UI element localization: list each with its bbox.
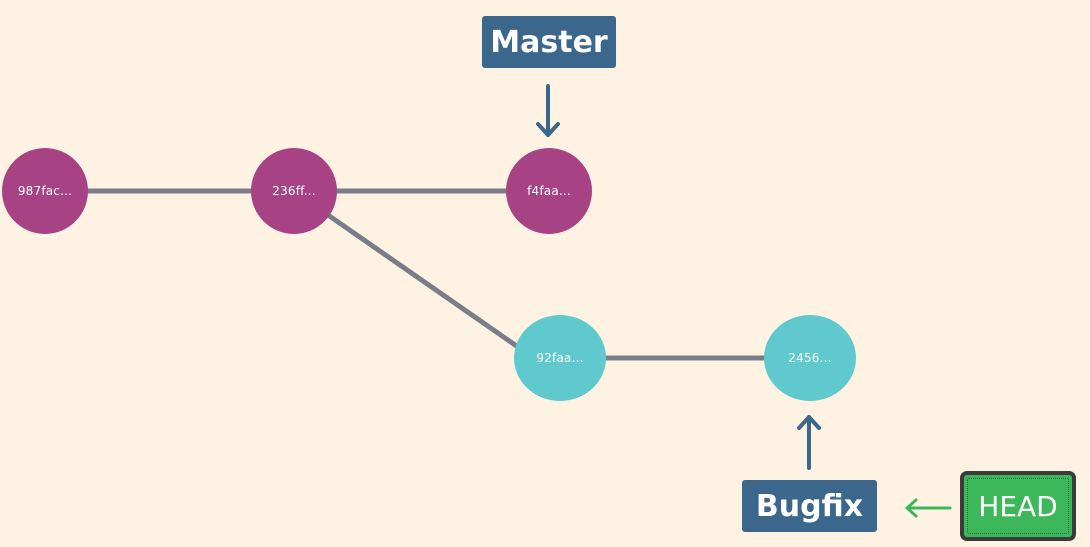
commit-node[interactable]: 236ff...	[251, 148, 337, 234]
commit-hash: 987fac...	[17, 184, 73, 198]
edge-c2-c4	[326, 212, 520, 350]
head-arrow	[905, 498, 952, 518]
branch-name: Master	[490, 24, 608, 60]
commit-node[interactable]: 987fac...	[2, 148, 88, 234]
commit-hash: 92faa...	[536, 351, 584, 365]
bugfix-branch-label[interactable]: Bugfix	[742, 480, 877, 532]
commit-hash: f4faa...	[527, 184, 571, 198]
commit-node[interactable]: 2456...	[764, 315, 856, 401]
master-arrow	[536, 84, 560, 137]
commit-hash: 2456...	[788, 351, 832, 365]
head-pointer-label[interactable]: HEAD	[960, 471, 1076, 541]
commit-hash: 236ff...	[272, 184, 316, 198]
commit-node[interactable]: f4faa...	[506, 148, 592, 234]
commit-node[interactable]: 92faa...	[514, 315, 606, 401]
branch-name: Bugfix	[755, 488, 864, 524]
head-text: HEAD	[978, 489, 1058, 523]
master-branch-label[interactable]: Master	[482, 16, 616, 68]
bugfix-arrow	[797, 415, 821, 470]
